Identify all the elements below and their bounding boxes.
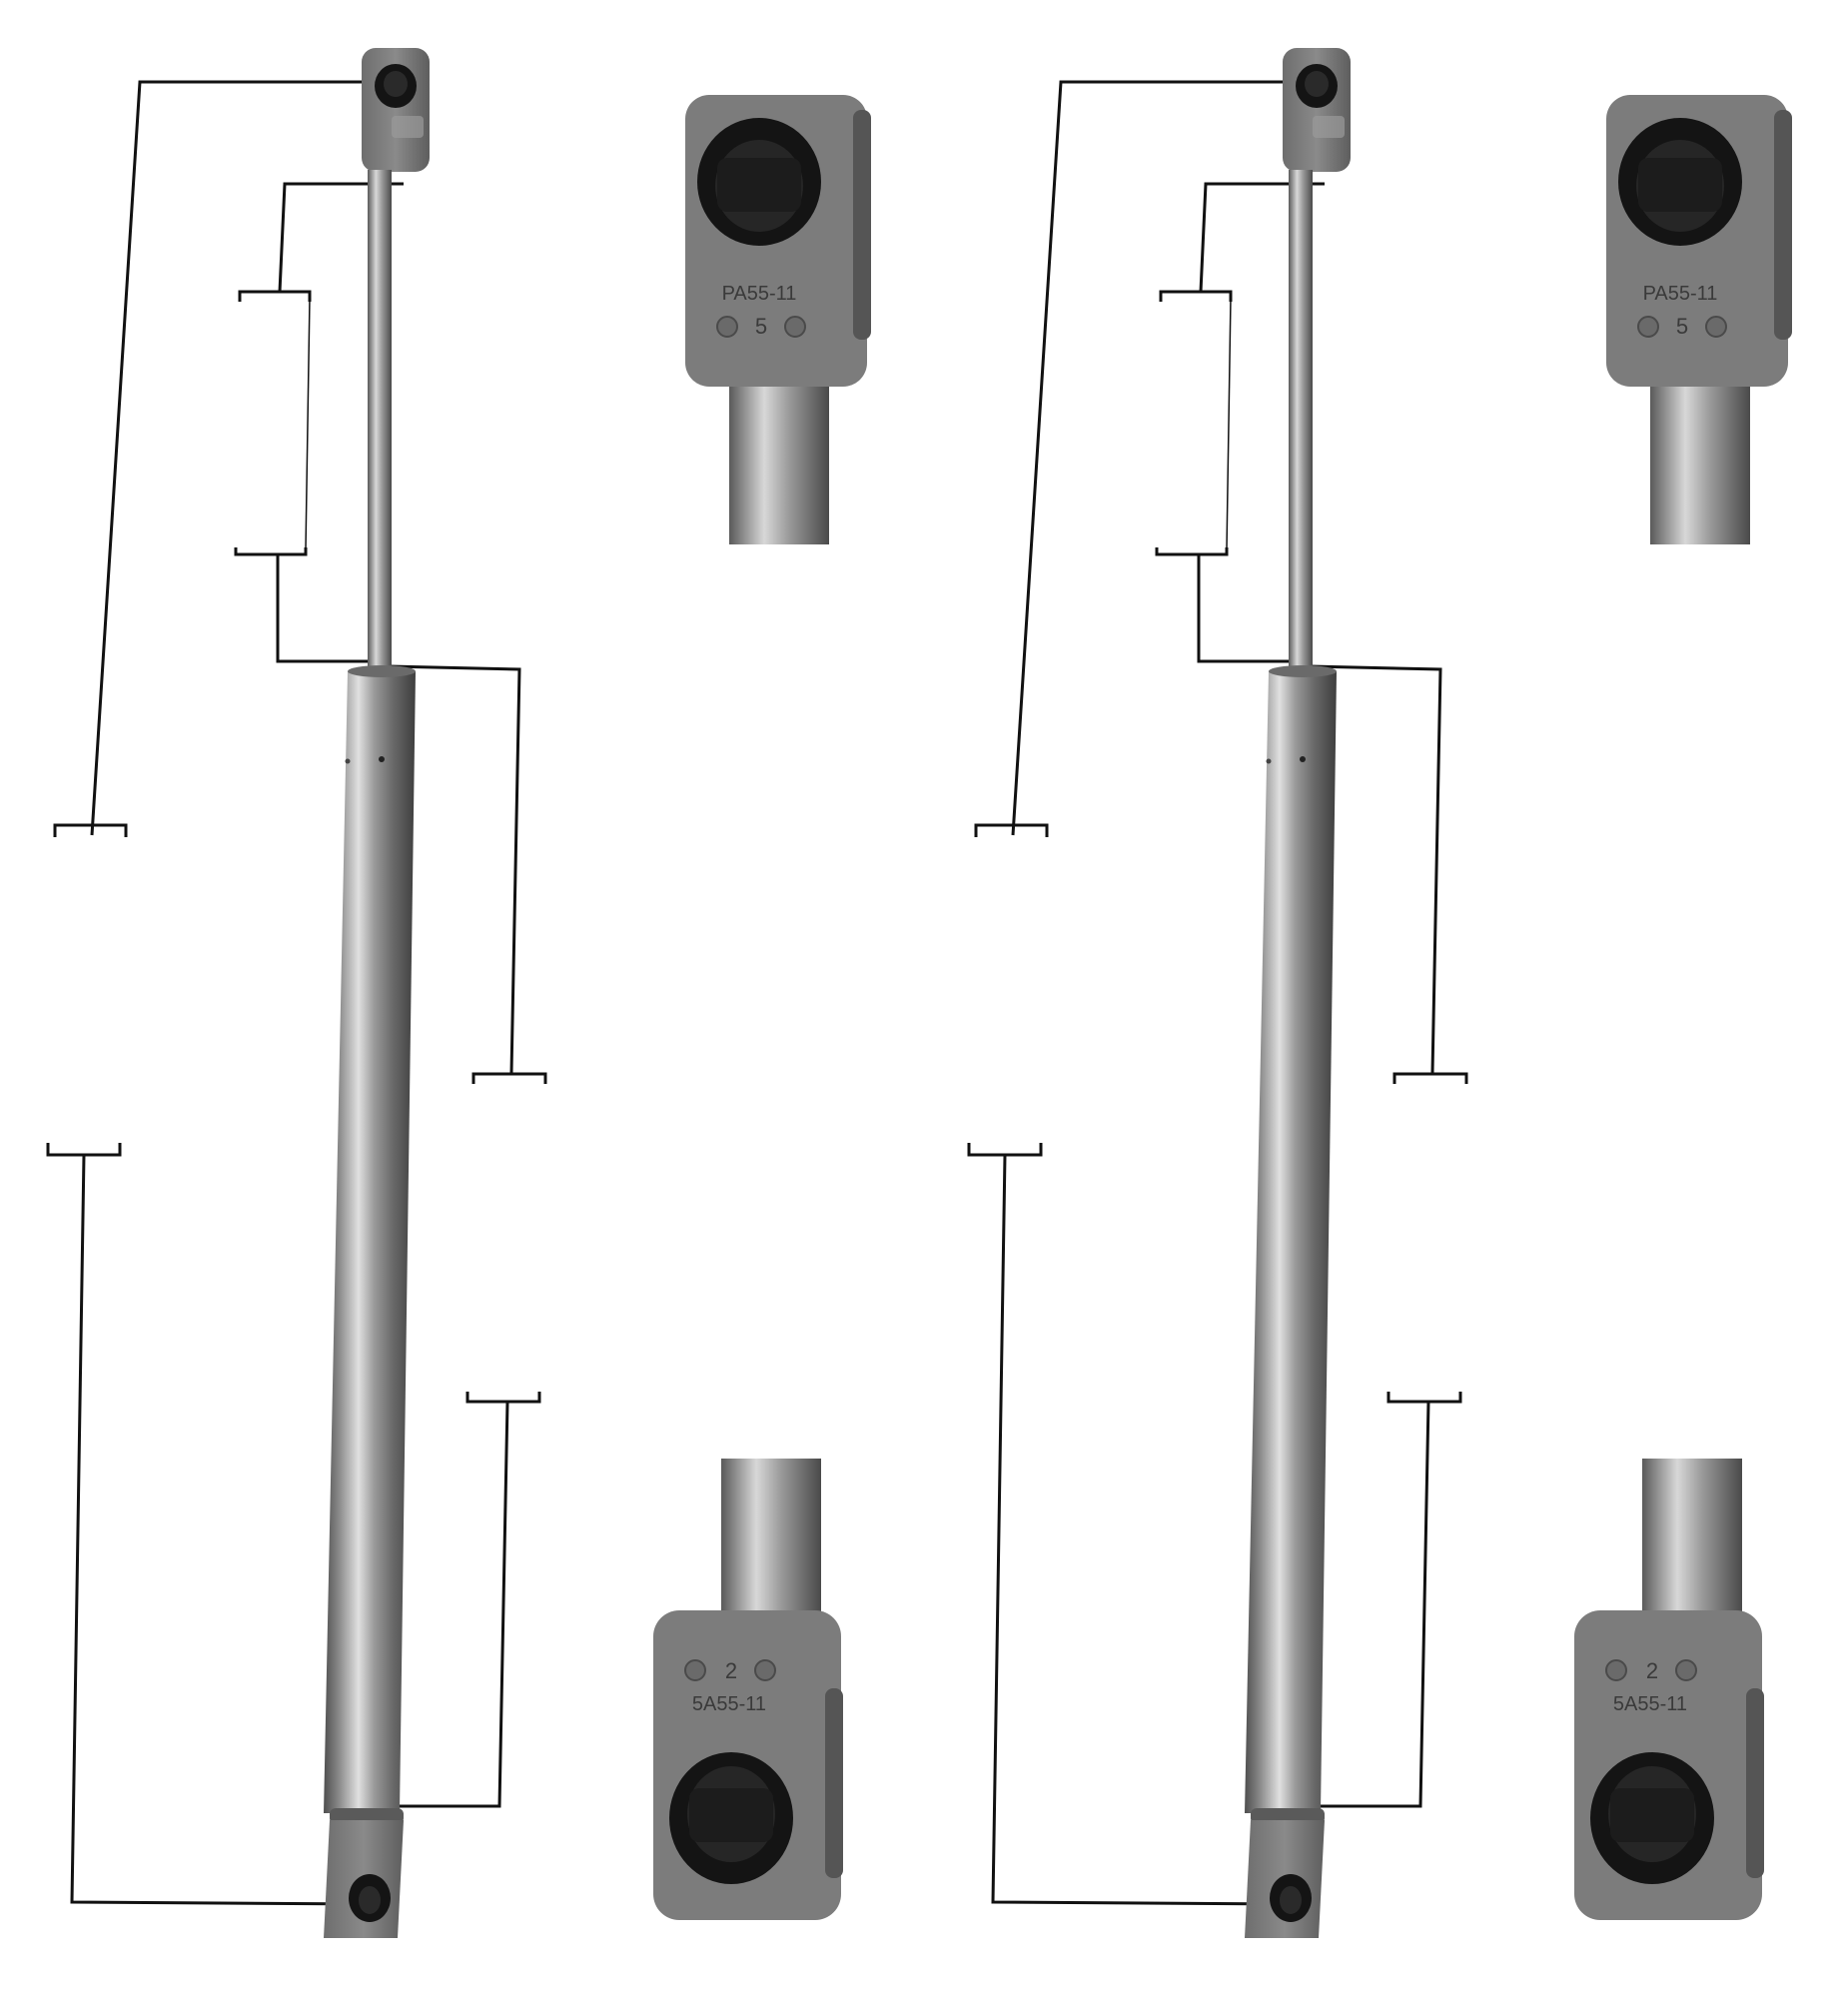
fitting-marking: 5A55-11 [692, 1693, 766, 1715]
detail-top-fitting-right: PA55-11 5 [1605, 94, 1793, 545]
fitting-marking: 2 [1646, 1658, 1658, 1683]
fitting-marking: PA55-11 [722, 283, 797, 305]
gas-spring-unit-right [967, 46, 1468, 1940]
detail-bottom-fitting-left: 2 5A55-11 [652, 1458, 844, 1921]
fitting-marking: 2 [725, 1658, 737, 1683]
gas-spring-unit-left [46, 46, 547, 1940]
detail-top-fitting-left: PA55-11 5 [684, 94, 872, 545]
fitting-marking: PA55-11 [1643, 283, 1718, 305]
fitting-marking: 5 [1676, 314, 1688, 339]
fitting-marking: 5A55-11 [1613, 1693, 1687, 1715]
fitting-marking: 5 [755, 314, 767, 339]
detail-bottom-fitting-right: 2 5A55-11 [1573, 1458, 1765, 1921]
